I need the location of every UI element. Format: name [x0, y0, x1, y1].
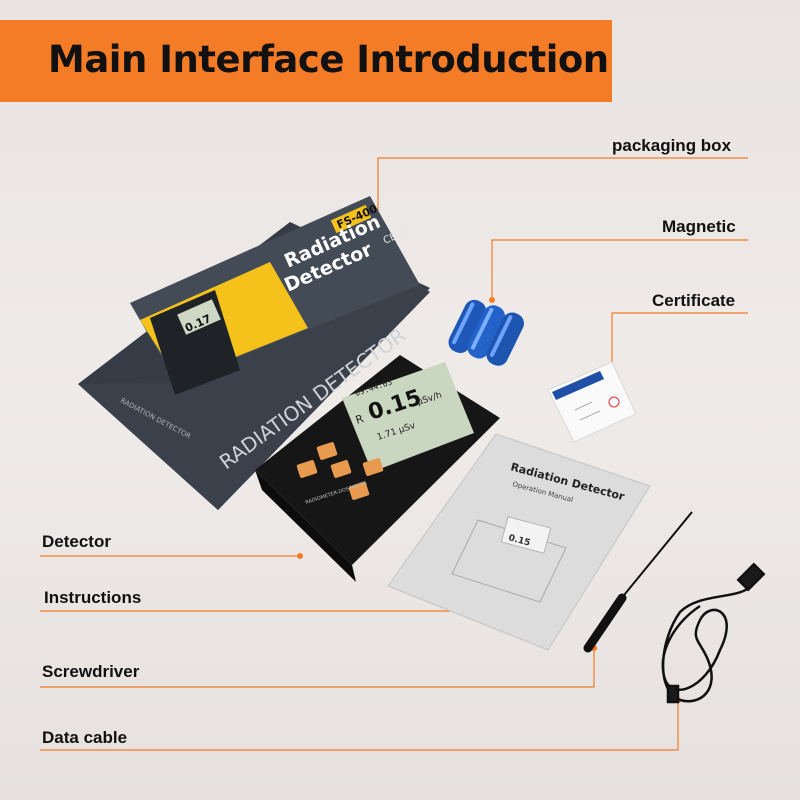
certificate — [547, 361, 637, 443]
data-cable — [661, 562, 766, 704]
detector-device: 09:44:03 R 0.15 µSv/h 1.71 µSv RADIOMETE… — [255, 355, 500, 582]
callout-line-packaging-box — [377, 157, 748, 232]
callout-line-screwdriver — [40, 648, 595, 688]
screwdriver — [583, 511, 693, 653]
device-screen — [342, 362, 474, 472]
device-buttons — [296, 442, 384, 500]
callout-data-cable: Data cable — [42, 728, 128, 747]
micro-usb-plug — [666, 684, 680, 704]
callout-screwdriver: Screwdriver — [42, 662, 140, 681]
callout-packaging-box: packaging box — [612, 136, 732, 155]
device-button-sound — [330, 460, 352, 478]
instruction-manual: Radiation Detector Operation Manual 0.15 — [387, 433, 651, 651]
callout-line-certificate — [611, 312, 748, 368]
device-button-up — [316, 442, 338, 460]
callout-line-data-cable — [40, 700, 679, 751]
callout-line-magnetic — [491, 239, 748, 300]
device-button-ok — [348, 482, 370, 500]
box-model-badge — [330, 204, 372, 234]
callout-magnetic: Magnetic — [662, 217, 736, 236]
title-banner — [0, 20, 612, 102]
device-mode: R — [354, 412, 366, 427]
usb-plug — [736, 562, 766, 592]
callout-lines — [40, 157, 748, 751]
batteries — [448, 299, 524, 366]
callout-instructions: Instructions — [44, 588, 142, 607]
page-title: Main Interface Introduction — [48, 38, 609, 81]
device-button-back — [362, 458, 384, 476]
device-button-down — [296, 460, 318, 478]
callout-detector: Detector — [42, 532, 111, 551]
callout-certificate: Certificate — [652, 291, 736, 310]
